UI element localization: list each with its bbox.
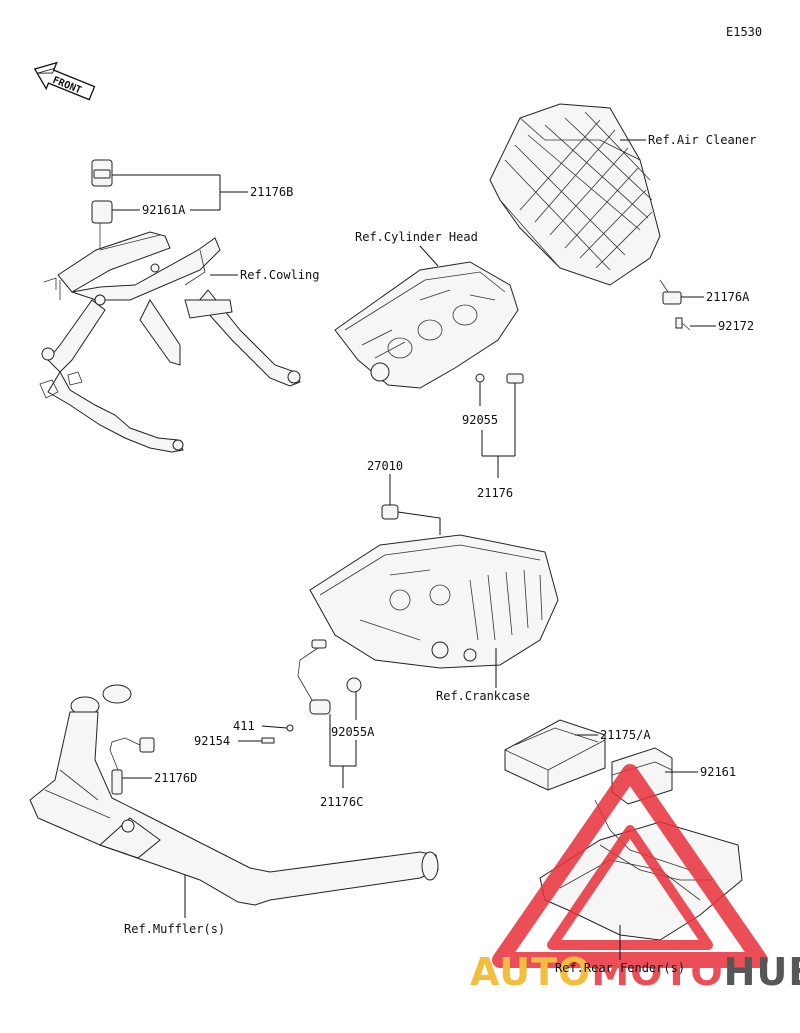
sensor-21176D <box>111 769 123 795</box>
diagram-code: E1530 <box>726 25 762 39</box>
label-27010: 27010 <box>367 459 403 473</box>
label-21176C: 21176C <box>320 795 363 809</box>
frame-assembly <box>39 159 301 453</box>
label-92055: 92055 <box>462 413 498 427</box>
watermark-hub: HUB <box>724 950 800 994</box>
label-92161A: 92161A <box>142 203 186 217</box>
watermark-auto: AUTO <box>470 950 591 994</box>
watermark-text: AUTOMOTOHUB <box>470 950 800 994</box>
label-92161: 92161 <box>700 765 736 779</box>
washer-411 <box>286 724 294 732</box>
air-cleaner-housing <box>489 103 691 331</box>
sensor-21176A <box>662 291 682 305</box>
o-ring-92055A <box>346 677 362 693</box>
label-92172: 92172 <box>718 319 754 333</box>
rubber-92161A <box>91 200 113 224</box>
label-ref-cylinder-head: Ref.Cylinder Head <box>355 230 478 244</box>
sensor-21176 <box>506 373 524 384</box>
front-arrow-icon: FRONT <box>33 61 96 101</box>
label-21176B: 21176B <box>250 185 293 199</box>
crankcase <box>261 504 559 744</box>
label-ref-cowling: Ref.Cowling <box>240 268 319 282</box>
label-21175A: 21175/A <box>600 728 651 742</box>
switch-27010 <box>381 504 399 520</box>
label-ref-rear-fender: Ref.Rear Fender(s) <box>555 961 685 975</box>
cylinder-head <box>334 261 524 389</box>
exhaust-muffler <box>29 684 439 906</box>
bolt-92154 <box>261 737 275 744</box>
watermark-logo: AUTOMOTOHUB <box>470 764 800 994</box>
washer-92055 <box>475 373 485 383</box>
sensor-21176C <box>309 699 331 715</box>
label-21176D: 21176D <box>154 771 197 785</box>
watermark-moto: MOTO <box>591 950 723 994</box>
label-411: 411 <box>233 719 255 733</box>
label-ref-mufflers: Ref.Muffler(s) <box>124 922 225 936</box>
label-92055A: 92055A <box>331 725 375 739</box>
label-92154: 92154 <box>194 734 230 748</box>
label-ref-crankcase: Ref.Crankcase <box>436 689 530 703</box>
label-ref-air-cleaner: Ref.Air Cleaner <box>648 133 756 147</box>
label-21176A: 21176A <box>706 290 750 304</box>
ecu-21175A <box>504 719 606 791</box>
label-21176: 21176 <box>477 486 513 500</box>
